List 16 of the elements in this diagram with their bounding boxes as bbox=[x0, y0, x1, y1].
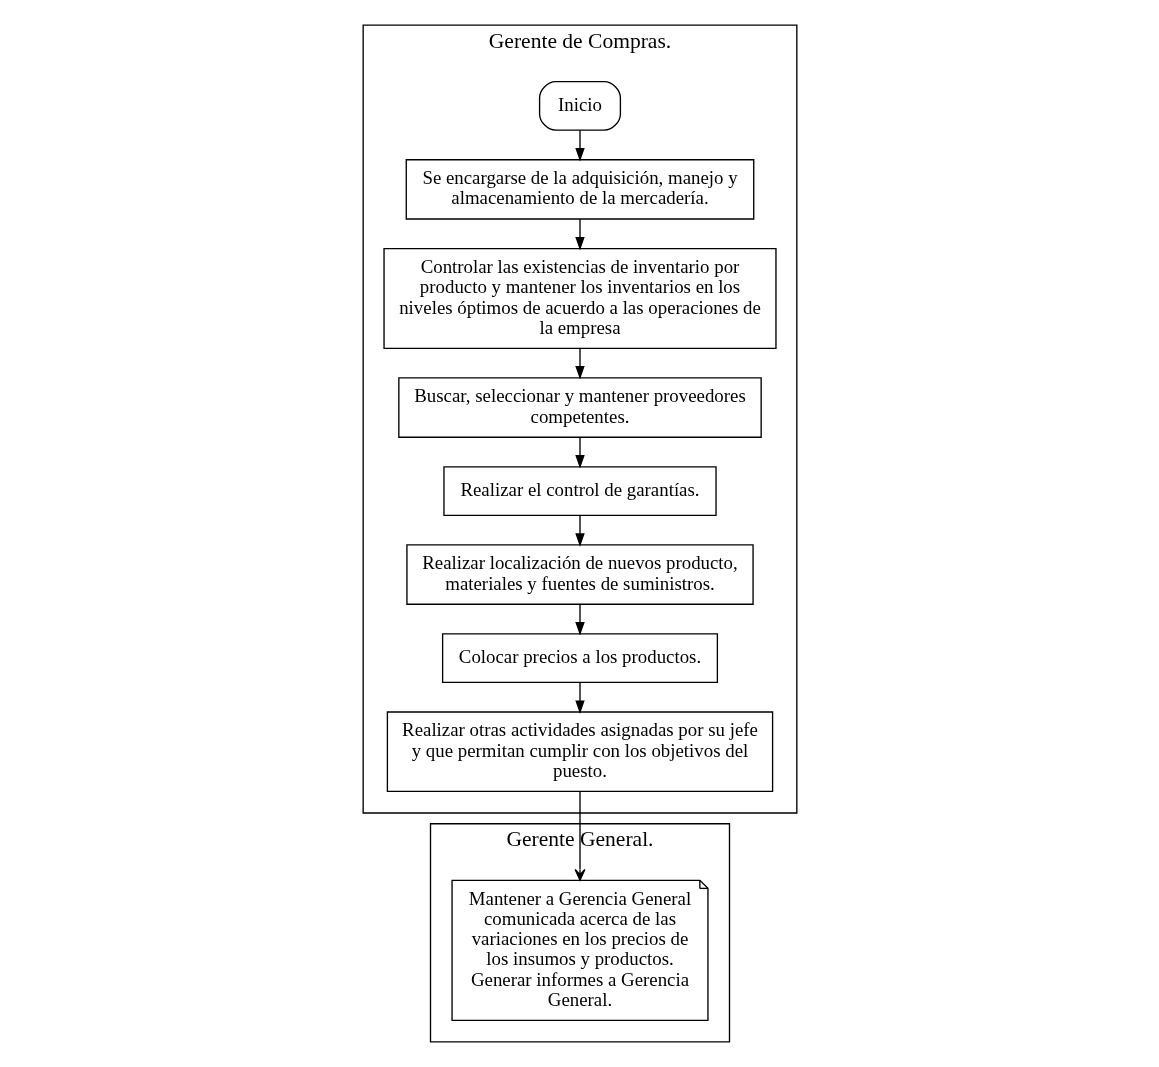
arrow bbox=[574, 603, 585, 636]
node-box: Realizar localización de nuevos producto, materiales y fuentes de suministros. bbox=[405, 544, 754, 605]
node-box: Realizar el control de garantías. bbox=[442, 466, 717, 516]
node-box: Controlar las existencias de inventario por producto y mantener los inventarios en los niveles óptimos de acuerdo a las operaciones de la empresa bbox=[382, 247, 777, 349]
arrow bbox=[574, 681, 585, 714]
arrow bbox=[574, 218, 585, 251]
node-box: Inicio bbox=[538, 80, 621, 131]
node-box: Realizar otras actividades asignadas por su jefe y que permitan cumplir con los objetivos del puesto. bbox=[386, 711, 773, 793]
arrow bbox=[573, 791, 586, 881]
arrow bbox=[574, 514, 585, 547]
arrow bbox=[574, 348, 585, 380]
arrow bbox=[574, 129, 585, 162]
node-box: Buscar, seleccionar y mantener proveedores competentes. bbox=[397, 377, 762, 438]
node-box: Se encargarse de la adquisición, manejo y almacenamiento de la mercadería. bbox=[405, 159, 754, 220]
node-box: Colocar precios a los productos. bbox=[441, 633, 718, 683]
arrow bbox=[574, 436, 585, 469]
